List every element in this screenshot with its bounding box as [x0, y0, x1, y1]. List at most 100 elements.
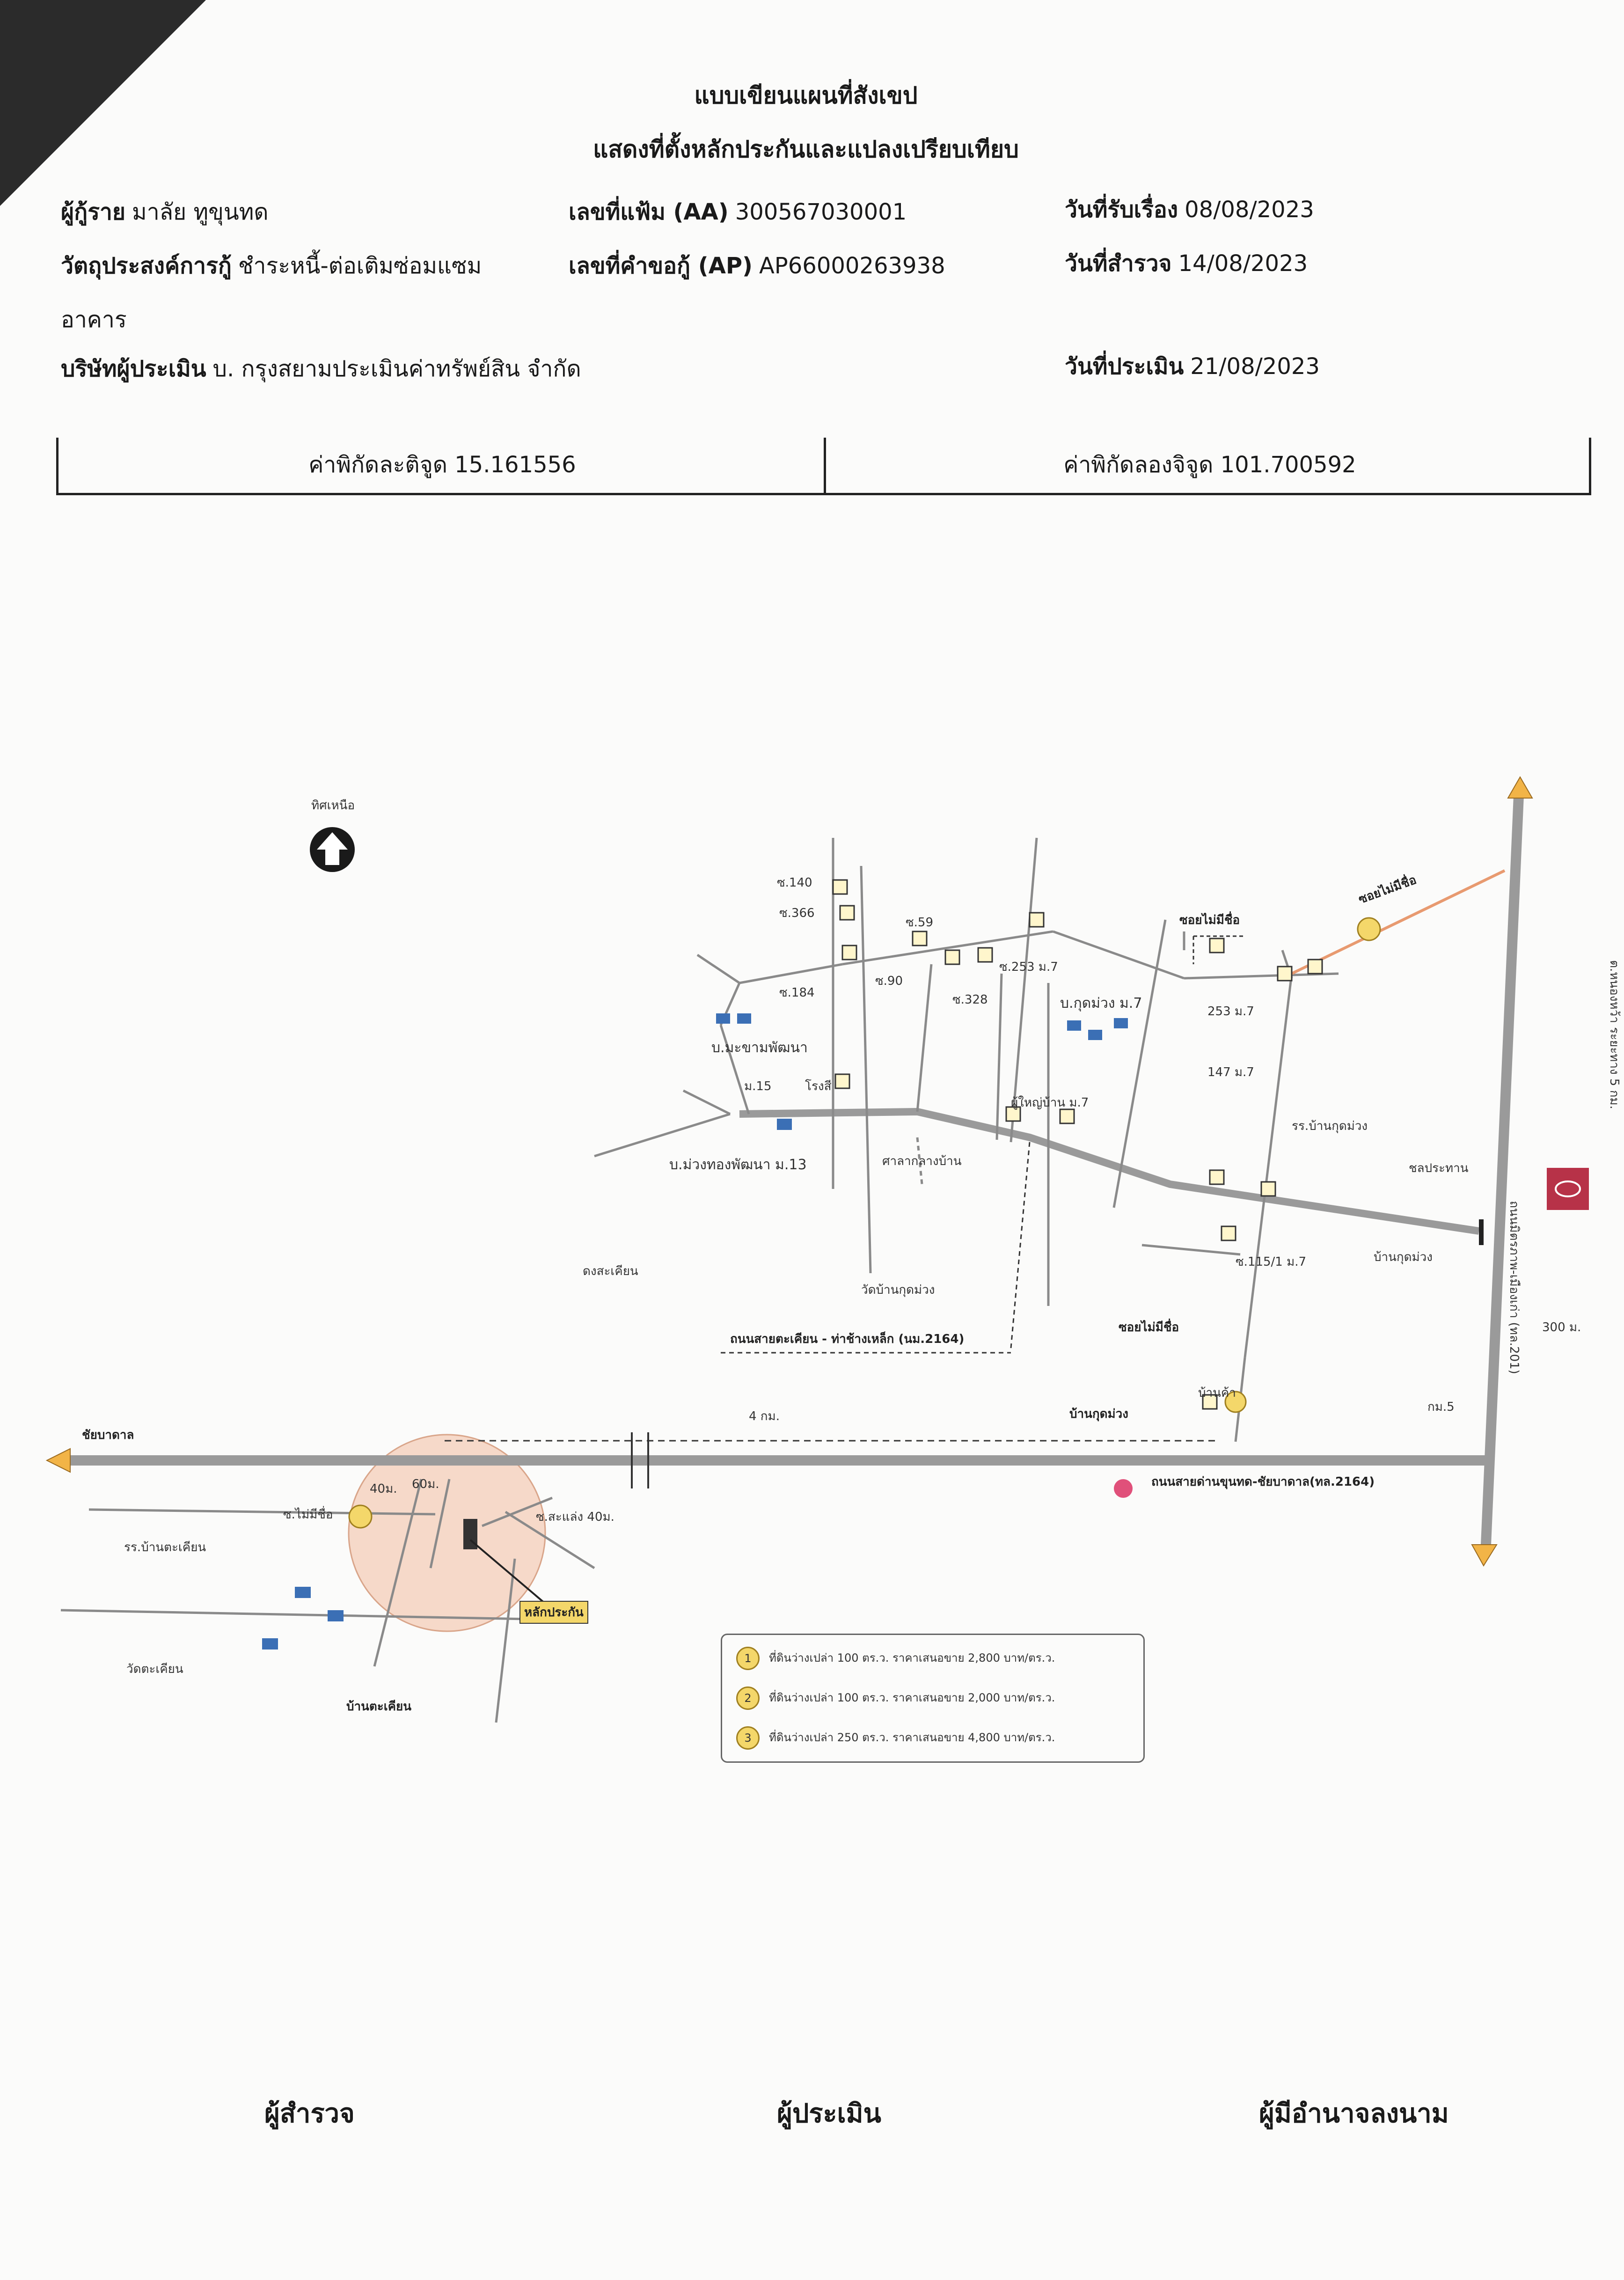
landmark-markers — [832, 879, 1323, 1410]
label-soi-140: ซ.140 — [777, 876, 812, 890]
arrow-left-icon — [45, 1448, 71, 1473]
comparison-1-marker — [348, 1504, 373, 1529]
file-no-label: เลขที่แฟ้ม (AA) — [569, 199, 729, 225]
label-soi-184: ซ.184 — [779, 986, 815, 1000]
coordinates-box: ค่าพิกัดละติจูด 15.161556 ค่าพิกัดลองจิจ… — [56, 438, 1591, 495]
label-soi-no-name-4: ซ.ไม่มีชื่อ — [283, 1508, 333, 1522]
fuel-station-icon — [1114, 1479, 1133, 1498]
request-no-label: เลขที่คำขอกู้ (AP) — [569, 253, 753, 279]
label-wat-takhian: วัดตะเคียน — [126, 1662, 183, 1676]
label-wat-kutmuang: วัดบ้านกุดม่วง — [861, 1283, 935, 1297]
label-moo-15: ม.15 — [744, 1079, 772, 1093]
toyota-logo-icon — [1547, 1168, 1589, 1210]
label-no-147: 147 ม.7 — [1207, 1065, 1254, 1079]
scan-corner-shadow — [0, 0, 206, 206]
legend-row-2: 2 ที่ดินว่างเปล่า 100 ตร.ว. ราคาเสนอขาย 2… — [736, 1686, 1055, 1710]
north-arrow-icon — [310, 827, 355, 872]
file-no-value: 300567030001 — [735, 199, 907, 225]
highway-201 — [1481, 795, 1524, 1545]
appraiser-value: บ. กรุงสยามประเมินค่าทรัพย์สิน จำกัด — [212, 356, 581, 382]
label-ban-kutmuang-2: บ้านค้า — [1198, 1386, 1236, 1400]
label-to-5km: ต.หนองหว้า ระยะทาง 5 กม. — [1607, 960, 1621, 1109]
arrow-up-icon — [1507, 776, 1533, 799]
purpose-row: วัตถุประสงค์การกู้ชำระหนี้-ต่อเติมซ่อมแซ… — [61, 248, 482, 284]
label-road-right: ถนนมิตรภาพ-เมืองเก่า (ทล.201) — [1507, 1201, 1521, 1374]
label-road-takhian: ถนนสายตะเคียน - ท่าช้างเหล็ก (นม.2164) — [730, 1332, 965, 1346]
label-soi-tasaeng: ซ.สะแล่ง 40ม. — [536, 1510, 614, 1524]
signature-approver: ผู้มีอำนาจลงนาม — [1259, 2098, 1449, 2129]
house-icons — [262, 1013, 1128, 1650]
arrow-down-icon — [1471, 1544, 1498, 1567]
signature-surveyor: ผู้สำรวจ — [264, 2098, 355, 2129]
label-no-253: 253 ม.7 — [1207, 1004, 1254, 1019]
label-soi-59: ซ.59 — [906, 916, 933, 930]
label-village-kutmuang: บ.กุดม่วง ม.7 — [1060, 995, 1142, 1012]
legend-num-2: 2 — [736, 1686, 760, 1710]
label-dist-4km: 4 กม. — [749, 1409, 780, 1423]
latitude-cell: ค่าพิกัดละติจูด 15.161556 — [68, 447, 817, 483]
label-soi-no-name-1: ซอยไม่มีชื่อ — [1179, 913, 1240, 927]
minor-roads — [60, 837, 1339, 1723]
coordinates-divider — [824, 438, 826, 493]
orange-road — [1291, 869, 1506, 975]
received-value: 08/08/2023 — [1185, 197, 1314, 223]
label-soi-328: ซ.328 — [952, 993, 988, 1007]
latitude-value: 15.161556 — [454, 452, 576, 478]
label-ban-takhian: บ้านตะเคียน — [346, 1700, 412, 1714]
longitude-label: ค่าพิกัดลองจิจูด — [1063, 452, 1214, 478]
legend-text-2: ที่ดินว่างเปล่า 100 ตร.ว. ราคาเสนอขาย 2,… — [769, 1691, 1055, 1704]
legend-row-3: 3 ที่ดินว่างเปล่า 250 ตร.ว. ราคาเสนอขาย 4… — [736, 1726, 1055, 1750]
north-label: ทิศเหนือ — [311, 799, 355, 813]
comparison-3-marker — [1224, 1391, 1247, 1413]
label-school-kutmuang: รร.บ้านกุดม่วง — [1292, 1119, 1368, 1133]
purpose-value: ชำระหนี้-ต่อเติมซ่อมแซม — [238, 253, 482, 279]
comparison-legend: 1 ที่ดินว่างเปล่า 100 ตร.ว. ราคาเสนอขาย 2… — [721, 1634, 1145, 1763]
appraiser-row: บริษัทผู้ประเมินบ. กรุงสยามประเมินค่าทรั… — [61, 351, 581, 387]
appraisal-date-label: วันที่ประเมิน — [1065, 353, 1184, 380]
label-road-main: ถนนสายด่านขุนทด-ชัยบาดาล(ทล.2164) — [1151, 1475, 1375, 1489]
label-ban-kutmuang-sign: บ้านกุดม่วง — [1374, 1250, 1433, 1264]
collateral-radius — [348, 1434, 546, 1632]
request-no-row: เลขที่คำขอกู้ (AP)AP66000263938 — [569, 248, 945, 284]
page-title: แบบเขียนแผนที่สังเขป — [694, 82, 918, 109]
label-ngam-takhian: ดงสะเคียน — [583, 1264, 638, 1278]
survey-label: วันที่สำรวจ — [1065, 250, 1172, 277]
label-soi-253: ซ.253 ม.7 — [999, 960, 1058, 974]
legend-text-3: ที่ดินว่างเปล่า 250 ตร.ว. ราคาเสนอขาย 4,… — [769, 1731, 1055, 1744]
label-dist-300: 300 ม. — [1542, 1320, 1581, 1334]
label-dist-60: 60ม. — [412, 1477, 439, 1491]
longitude-value: 101.700592 — [1220, 452, 1356, 478]
latitude-label: ค่าพิกัดละติจูด — [308, 452, 447, 478]
label-chaiyaphum: ชัยบาดาล — [82, 1428, 134, 1442]
label-school-takhian: รร.บ้านตะเคียน — [124, 1540, 206, 1554]
legend-num-3: 3 — [736, 1726, 760, 1750]
page-subtitle: แสดงที่ตั้งหลักประกันและแปลงเปรียบเทียบ — [593, 136, 1019, 163]
road-takhian — [739, 1107, 1480, 1235]
label-ban-kutmuang: บ้านกุดม่วง — [1069, 1407, 1128, 1421]
label-village-mai-phatthana: บ.มะขามพัฒนา — [711, 1040, 808, 1056]
label-soi-90: ซ.90 — [875, 974, 903, 988]
longitude-cell: ค่าพิกัดลองจิจูด 101.700592 — [835, 447, 1584, 483]
label-km-mark: กม.5 — [1427, 1400, 1455, 1414]
borrower-value: มาลัย ทูขุนทด — [132, 199, 269, 225]
survey-value: 14/08/2023 — [1178, 250, 1308, 277]
label-soi-115: ซ.115/1 ม.7 — [1236, 1255, 1307, 1269]
legend-num-1: 1 — [736, 1647, 760, 1670]
appraisal-date-value: 21/08/2023 — [1190, 353, 1320, 380]
appraiser-label: บริษัทผู้ประเมิน — [61, 356, 206, 382]
label-village-muang-phatthana: บ.ม่วงทองพัฒนา ม.13 — [669, 1157, 807, 1173]
label-agri: ชลประทาน — [1409, 1161, 1469, 1175]
request-no-value: AP66000263938 — [759, 253, 945, 279]
signature-appraiser: ผู้ประเมิน — [777, 2098, 881, 2129]
label-soi-366: ซ.366 — [779, 906, 815, 920]
label-soi-no-name-3: ซอยไม่มีชื่อ — [1119, 1320, 1179, 1334]
label-school-1: โรงสี — [805, 1079, 832, 1093]
borrower-label: ผู้กู้ราย — [61, 199, 126, 225]
purpose-label: วัตถุประสงค์การกู้ — [61, 253, 232, 279]
purpose-cont: อาคาร — [61, 307, 127, 333]
